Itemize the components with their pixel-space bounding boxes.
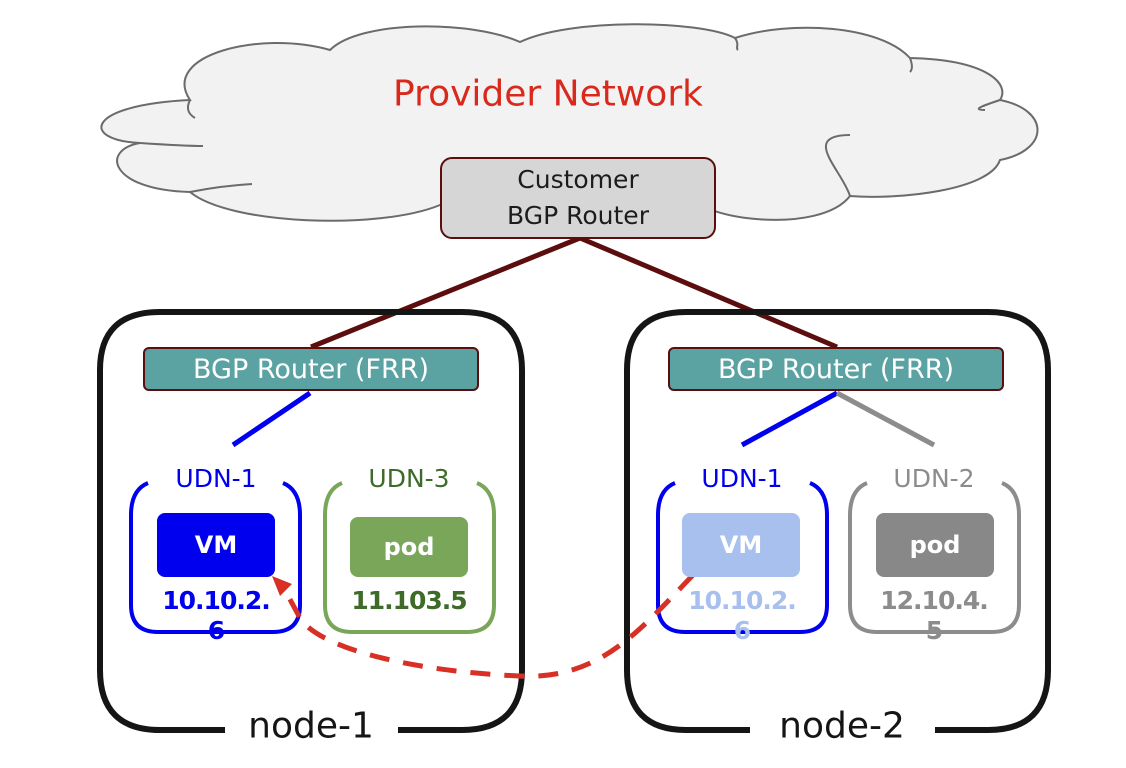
node-1-bgp-router[interactable]: BGP Router (FRR) bbox=[143, 347, 479, 391]
node2-pod-ip: 12.10.4. 5 bbox=[880, 586, 988, 645]
udn-box-node1-udn1 bbox=[129, 481, 302, 634]
node1-pod-ip: 11.103.5 bbox=[351, 586, 467, 615]
node-2-label: node-2 bbox=[761, 705, 923, 747]
node-2-bgp-router[interactable]: BGP Router (FRR) bbox=[668, 347, 1004, 391]
link-frr2-udn1 bbox=[740, 390, 839, 448]
node2-udn2-label: UDN-2 bbox=[893, 464, 975, 493]
udn-box-node2-udn2 bbox=[848, 481, 1021, 634]
node1-vm-ip: 10.10.2. 6 bbox=[162, 586, 270, 645]
udn-box-node2-udn1 bbox=[656, 481, 829, 634]
node-2-border bbox=[624, 309, 1051, 733]
node2-vm[interactable]: VM bbox=[682, 513, 800, 577]
node1-udn3-label: UDN-3 bbox=[368, 464, 450, 493]
provider-network-title: Provider Network bbox=[393, 73, 703, 115]
node2-udn1-label: UDN-1 bbox=[701, 464, 783, 493]
migration-arrowhead bbox=[272, 576, 292, 596]
node1-udn1-label: UDN-1 bbox=[175, 464, 257, 493]
node2-vm-ip: 10.10.2. 6 bbox=[688, 586, 796, 645]
node1-pod[interactable]: pod bbox=[350, 517, 468, 577]
link-frr2-udn2 bbox=[835, 390, 936, 448]
node2-pod[interactable]: pod bbox=[876, 513, 994, 577]
provider-network-cloud bbox=[100, 23, 1039, 222]
customer-router-line1: Customer bbox=[517, 165, 639, 194]
node-1-border bbox=[97, 309, 525, 733]
uplink-node-1 bbox=[310, 235, 581, 350]
cloud-shape bbox=[100, 23, 1039, 222]
migration-path bbox=[282, 573, 695, 679]
node1-vm[interactable]: VM bbox=[157, 513, 275, 577]
udn-box-node1-udn3 bbox=[323, 481, 496, 634]
link-frr1-udn1 bbox=[231, 390, 312, 448]
customer-router-line2: BGP Router bbox=[507, 201, 649, 230]
customer-bgp-router[interactable]: Customer BGP Router bbox=[440, 157, 716, 239]
uplink-node-2 bbox=[579, 235, 838, 350]
node-1-label: node-1 bbox=[230, 705, 392, 747]
